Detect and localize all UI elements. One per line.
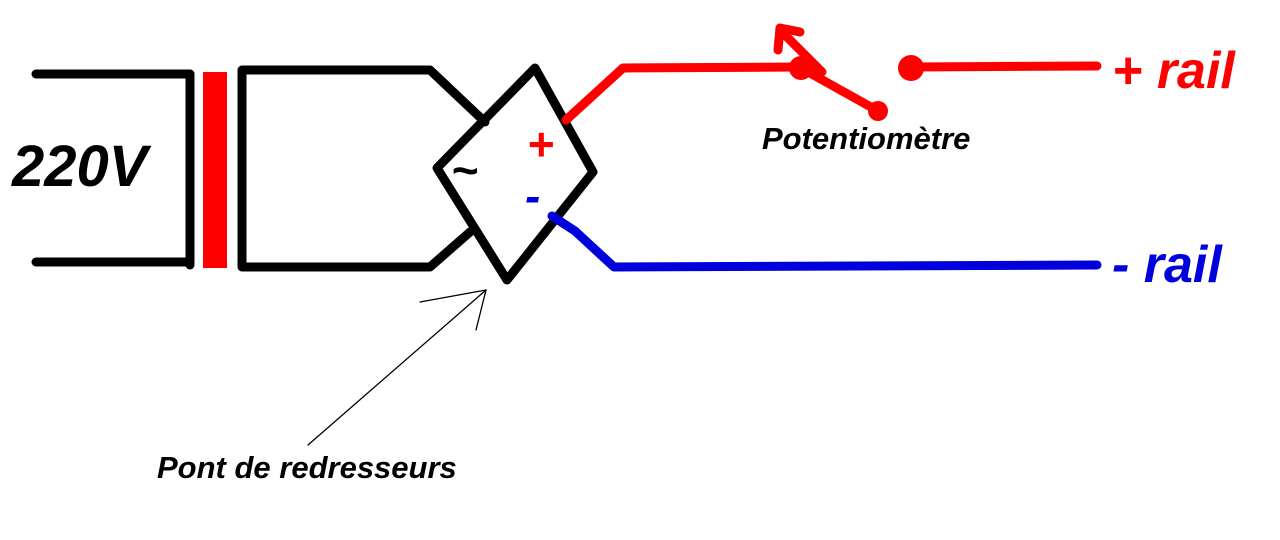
- minus-rail-label: - rail: [1112, 236, 1223, 294]
- plus-rail-wire: [906, 61, 1102, 72]
- transformer-secondary: [237, 65, 490, 272]
- bridge-plus-label: +: [527, 118, 554, 170]
- potentiometer-wiper: [796, 63, 883, 116]
- potentiometer-label: Potentiomètre: [762, 121, 970, 156]
- voltage-label: 220V: [11, 134, 152, 199]
- rectifier-bridge: [432, 63, 598, 285]
- transformer-core: [203, 72, 227, 268]
- bridge-caption-arrow: [307, 289, 487, 446]
- positive-wire: [561, 62, 805, 125]
- potentiometer-arrow-shaft: [777, 27, 827, 77]
- plus-rail-label: + rail: [1112, 42, 1236, 100]
- potentiometer-wiper-end: [868, 101, 888, 121]
- transformer-primary: [31, 69, 195, 270]
- bridge-minus-label: -: [525, 170, 540, 222]
- ac-symbol: ~: [451, 144, 478, 196]
- bridge-caption: Pont de redresseurs: [157, 450, 457, 485]
- negative-wire: [547, 211, 1102, 272]
